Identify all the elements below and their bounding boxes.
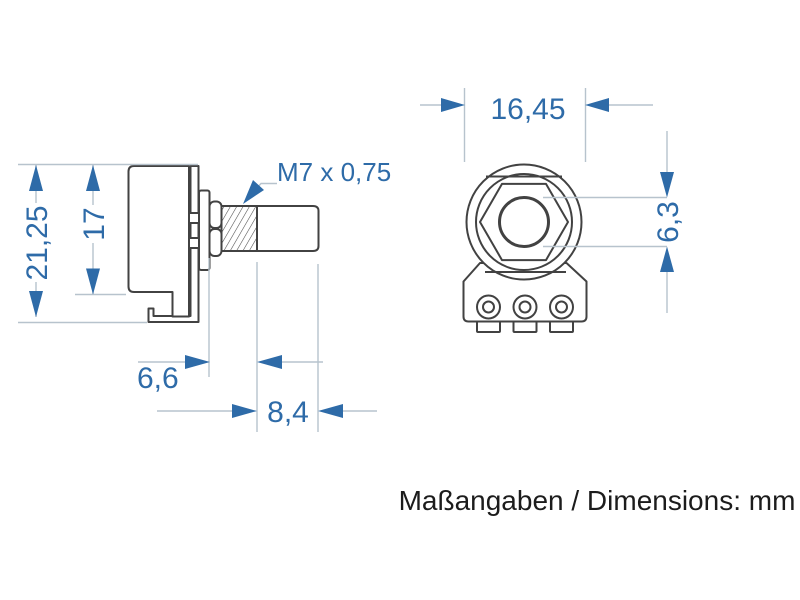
lug-hole-1 [482, 300, 495, 314]
side-view [127, 165, 320, 323]
dim-thread-spec: M7 x 0,75 [243, 157, 391, 204]
arrow-up-icon [660, 246, 674, 272]
arrow-left-icon [318, 404, 343, 418]
arrow-right-icon [185, 355, 210, 369]
dim-shaft-length: 8,4 [157, 264, 377, 432]
arrow-down-icon [29, 291, 43, 317]
dim-body-height: 17 [75, 165, 126, 296]
washer [198, 189, 211, 271]
dim-bushing-length-label: 6,6 [137, 362, 179, 395]
hex-nut [479, 182, 569, 262]
dim-body-width: 16,45 [420, 88, 653, 162]
body-inner-circle [475, 173, 573, 271]
threaded-bushing [220, 205, 258, 252]
lug-hole-2 [518, 300, 532, 314]
arrow-up-icon [86, 165, 100, 191]
arrow-left-icon [585, 98, 609, 112]
dim-total-height: 21,25 [18, 163, 198, 324]
dim-body-height-label: 17 [78, 207, 111, 240]
dim-body-width-label: 16,45 [490, 93, 565, 126]
arrow-right-icon [232, 404, 257, 418]
units-note: Maßangaben / Dimensions: mm [399, 485, 796, 516]
lug-hole-3 [555, 300, 568, 314]
arrow-right-icon [441, 98, 465, 112]
dim-bushing-length: 6,6 [137, 258, 323, 432]
arrow-up-icon [29, 165, 43, 191]
nut-lobe-top [208, 200, 223, 229]
arrow-down-icon [86, 268, 100, 295]
arrow-down-left-icon [243, 180, 264, 204]
pot-body-side [127, 165, 190, 318]
nut-lobe-bottom [208, 228, 223, 257]
arrow-down-icon [660, 172, 674, 198]
thread-spec-label: M7 x 0,75 [277, 157, 391, 187]
bracket-notch-bottom [188, 237, 200, 249]
front-view [462, 163, 588, 333]
bracket-notch-top [188, 212, 200, 224]
arrow-left-icon [257, 355, 282, 369]
dim-total-height-label: 21,25 [21, 205, 54, 280]
dim-shaft-diameter-label: 6,3 [652, 201, 685, 243]
shaft-hole-circle [498, 196, 550, 248]
dim-shaft-diameter: 6,3 [543, 131, 685, 313]
dim-shaft-length-label: 8,4 [267, 396, 309, 429]
shaft [256, 205, 320, 252]
